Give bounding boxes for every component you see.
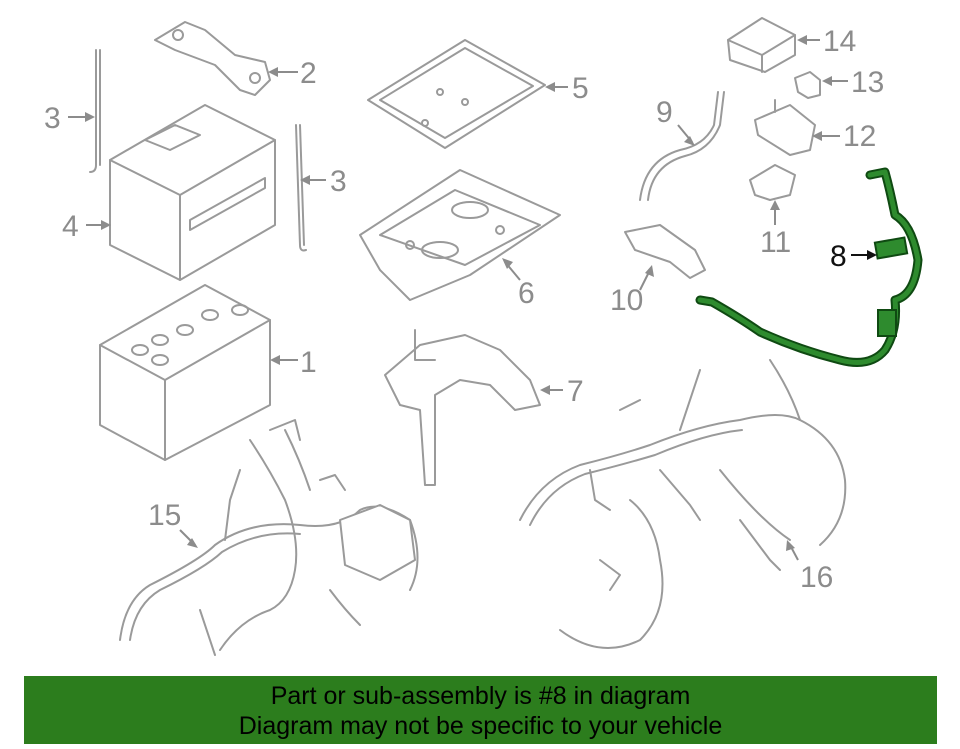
part-2-bracket — [154, 21, 271, 96]
callout-10: 10 — [610, 284, 643, 317]
part-15-harness-left — [119, 419, 419, 656]
callout-14: 14 — [823, 25, 856, 58]
part-11-sensor — [749, 164, 796, 201]
part-13-clip — [794, 71, 821, 99]
callout-13: 13 — [851, 66, 884, 99]
callout-5: 5 — [572, 72, 589, 105]
part-7-mount-bracket — [384, 329, 541, 486]
banner-line-disclaimer: Diagram may not be specific to your vehi… — [238, 712, 723, 740]
info-banner: Part or sub-assembly is #8 in diagram Di… — [24, 676, 937, 744]
leader-lines — [68, 35, 877, 561]
callout-9: 9 — [656, 96, 673, 129]
part-3-rod-right — [295, 124, 307, 252]
part-16-harness-right — [519, 359, 847, 649]
part-4-battery-cover — [109, 104, 276, 281]
part-10-clamp — [624, 224, 706, 279]
callout-11: 11 — [760, 226, 791, 259]
part-14-fuse-block — [727, 17, 796, 73]
callout-2: 2 — [300, 57, 317, 90]
callout-8: 8 — [830, 240, 847, 273]
callout-4: 4 — [62, 210, 79, 243]
callout-6: 6 — [518, 277, 535, 310]
part-12-relay — [754, 99, 816, 156]
callouts: 1 2 3 3 4 5 6 7 8 9 10 11 12 13 14 15 16 — [44, 25, 884, 594]
callout-3-left: 3 — [44, 102, 61, 135]
part-3-rod-left — [89, 49, 101, 173]
part-1-battery — [99, 284, 271, 461]
part-9-cable — [639, 91, 725, 201]
callout-12: 12 — [843, 120, 876, 153]
callout-16: 16 — [800, 561, 833, 594]
part-8-battery-cable — [695, 167, 923, 367]
callout-15: 15 — [148, 499, 181, 532]
parts-diagram: 1 2 3 3 4 5 6 7 8 9 10 11 12 13 14 15 16 — [44, 17, 923, 656]
callout-7: 7 — [567, 375, 584, 408]
part-5-tray — [367, 39, 546, 149]
banner-line-part: Part or sub-assembly is #8 in diagram — [270, 682, 691, 710]
callout-1: 1 — [300, 346, 317, 379]
callout-3-right: 3 — [330, 165, 347, 198]
part-6-bracket-plate — [359, 169, 561, 301]
